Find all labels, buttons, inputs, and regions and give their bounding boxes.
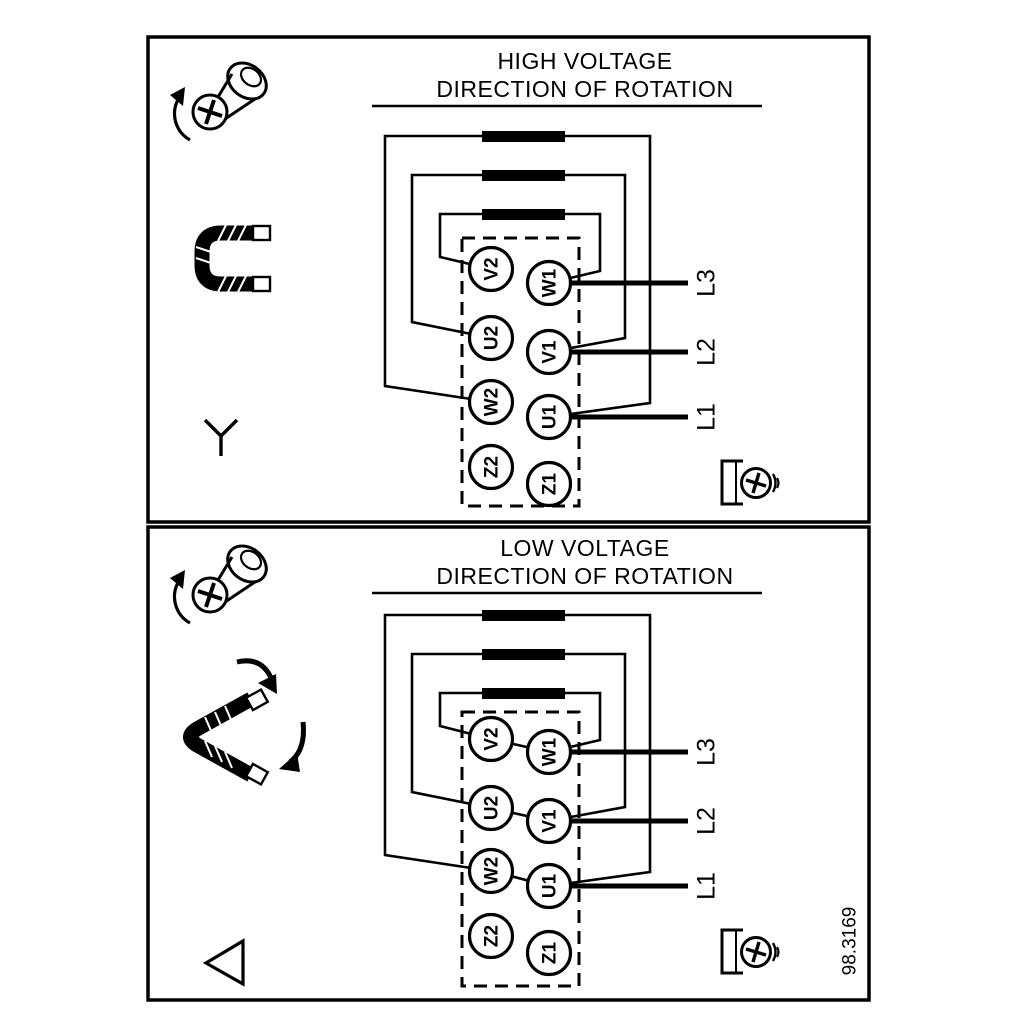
wire	[548, 134, 652, 419]
panel-subtitle: DIRECTION OF ROTATION	[436, 563, 733, 589]
terminal-v2: V2	[467, 245, 515, 293]
terminal-u1: U1	[525, 393, 573, 441]
terminal-w1: W1	[525, 728, 573, 776]
terminal-bridge-icon	[194, 224, 272, 293]
move-arrow-head	[279, 753, 300, 772]
bridge-prong	[251, 224, 272, 242]
terminal-label: U2	[482, 326, 503, 350]
terminal-label: V2	[482, 727, 503, 750]
bridge-hatching	[204, 705, 233, 769]
wire	[548, 212, 602, 285]
panel-title: HIGH VOLTAGE	[497, 48, 672, 74]
bridge-band	[183, 692, 255, 782]
panel-border	[146, 35, 871, 524]
wire	[383, 134, 492, 404]
bridge-bars	[482, 610, 565, 699]
terminal-label: Z2	[482, 925, 503, 947]
wire	[548, 613, 652, 888]
terminal-v1: V1	[525, 797, 573, 845]
terminal-box	[460, 710, 581, 988]
bridge-bar	[482, 649, 565, 660]
terminal-z2: Z2	[467, 443, 515, 491]
terminal-label: Z1	[540, 941, 561, 964]
terminal-label: V2	[482, 257, 503, 280]
bridge-prong	[251, 275, 272, 293]
bridge-bar	[482, 170, 565, 181]
bridge-band	[194, 225, 256, 292]
terminal-label: V1	[540, 809, 561, 833]
bridge-bar	[482, 610, 565, 621]
terminal-w1: W1	[525, 259, 573, 307]
terminal-bridge-moved-icon	[183, 658, 306, 787]
panel-subtitle: DIRECTION OF ROTATION	[436, 76, 733, 102]
terminal-label: U1	[540, 873, 561, 898]
terminal-z1: Z1	[525, 460, 573, 508]
wire	[383, 613, 492, 873]
terminal-box	[460, 236, 581, 508]
move-arrow	[236, 658, 275, 682]
wire	[410, 652, 492, 810]
terminal-w2: W2	[467, 378, 515, 426]
jumper-wires	[383, 134, 652, 419]
terminal-label: W1	[540, 268, 561, 297]
label-L1: L1	[693, 872, 721, 900]
terminal-u1: U1	[525, 862, 573, 910]
terminal-v2: V2	[467, 715, 515, 763]
move-arrow-head	[258, 674, 277, 694]
supply-labels: L3 L2 L1	[693, 738, 721, 900]
terminal-z2: Z2	[467, 912, 515, 960]
bridge-bars	[482, 131, 565, 220]
bridge-bar	[482, 131, 565, 142]
terminal-label: U1	[540, 404, 561, 429]
bridge-hatching	[195, 224, 247, 293]
terminal-label: W1	[540, 737, 561, 766]
label-L3: L3	[693, 738, 721, 766]
terminal-u2: U2	[467, 314, 515, 362]
terminals: V2 U2 W2 Z2 W1 V1	[467, 715, 573, 977]
wire	[548, 691, 602, 754]
bridge-bar	[482, 209, 565, 220]
panel-title: LOW VOLTAGE	[500, 535, 670, 561]
label-L1: L1	[693, 403, 721, 431]
terminal-z1: Z1	[525, 929, 573, 977]
terminal-v1: V1	[525, 328, 573, 376]
wire	[548, 173, 627, 354]
wire	[438, 691, 492, 741]
terminal-label: Z1	[540, 472, 561, 495]
bridge-prong	[244, 687, 270, 712]
wire	[548, 652, 627, 823]
wire	[410, 173, 492, 340]
terminal-label: W2	[482, 857, 503, 886]
terminal-label: V1	[540, 340, 561, 364]
supply-labels: L3 L2 L1	[693, 269, 721, 431]
label-L2: L2	[693, 338, 721, 366]
panel-border	[146, 525, 871, 1002]
terminal-u2: U2	[467, 784, 515, 832]
terminals: V2 U2 W2 Z2 W1 V1	[467, 245, 573, 508]
supply-lines	[570, 280, 688, 420]
terminal-label: Z2	[482, 456, 503, 478]
panel-high-voltage: HIGH VOLTAGE DIRECTION OF ROTATION	[146, 35, 871, 524]
panel-low-voltage: LOW VOLTAGE DIRECTION OF ROTATION	[146, 525, 871, 1002]
wire	[438, 212, 492, 271]
supply-lines	[570, 749, 688, 889]
terminal-w2: W2	[467, 847, 515, 895]
star-symbol	[203, 418, 239, 456]
figure-number: 98.3169	[840, 907, 861, 976]
bridge-bar	[482, 688, 565, 699]
delta-symbol	[202, 938, 245, 987]
terminal-label: U2	[482, 796, 503, 820]
label-L3: L3	[693, 269, 721, 297]
label-L2: L2	[693, 807, 721, 835]
terminal-label: W2	[482, 388, 503, 417]
bridge-prong	[244, 762, 270, 787]
